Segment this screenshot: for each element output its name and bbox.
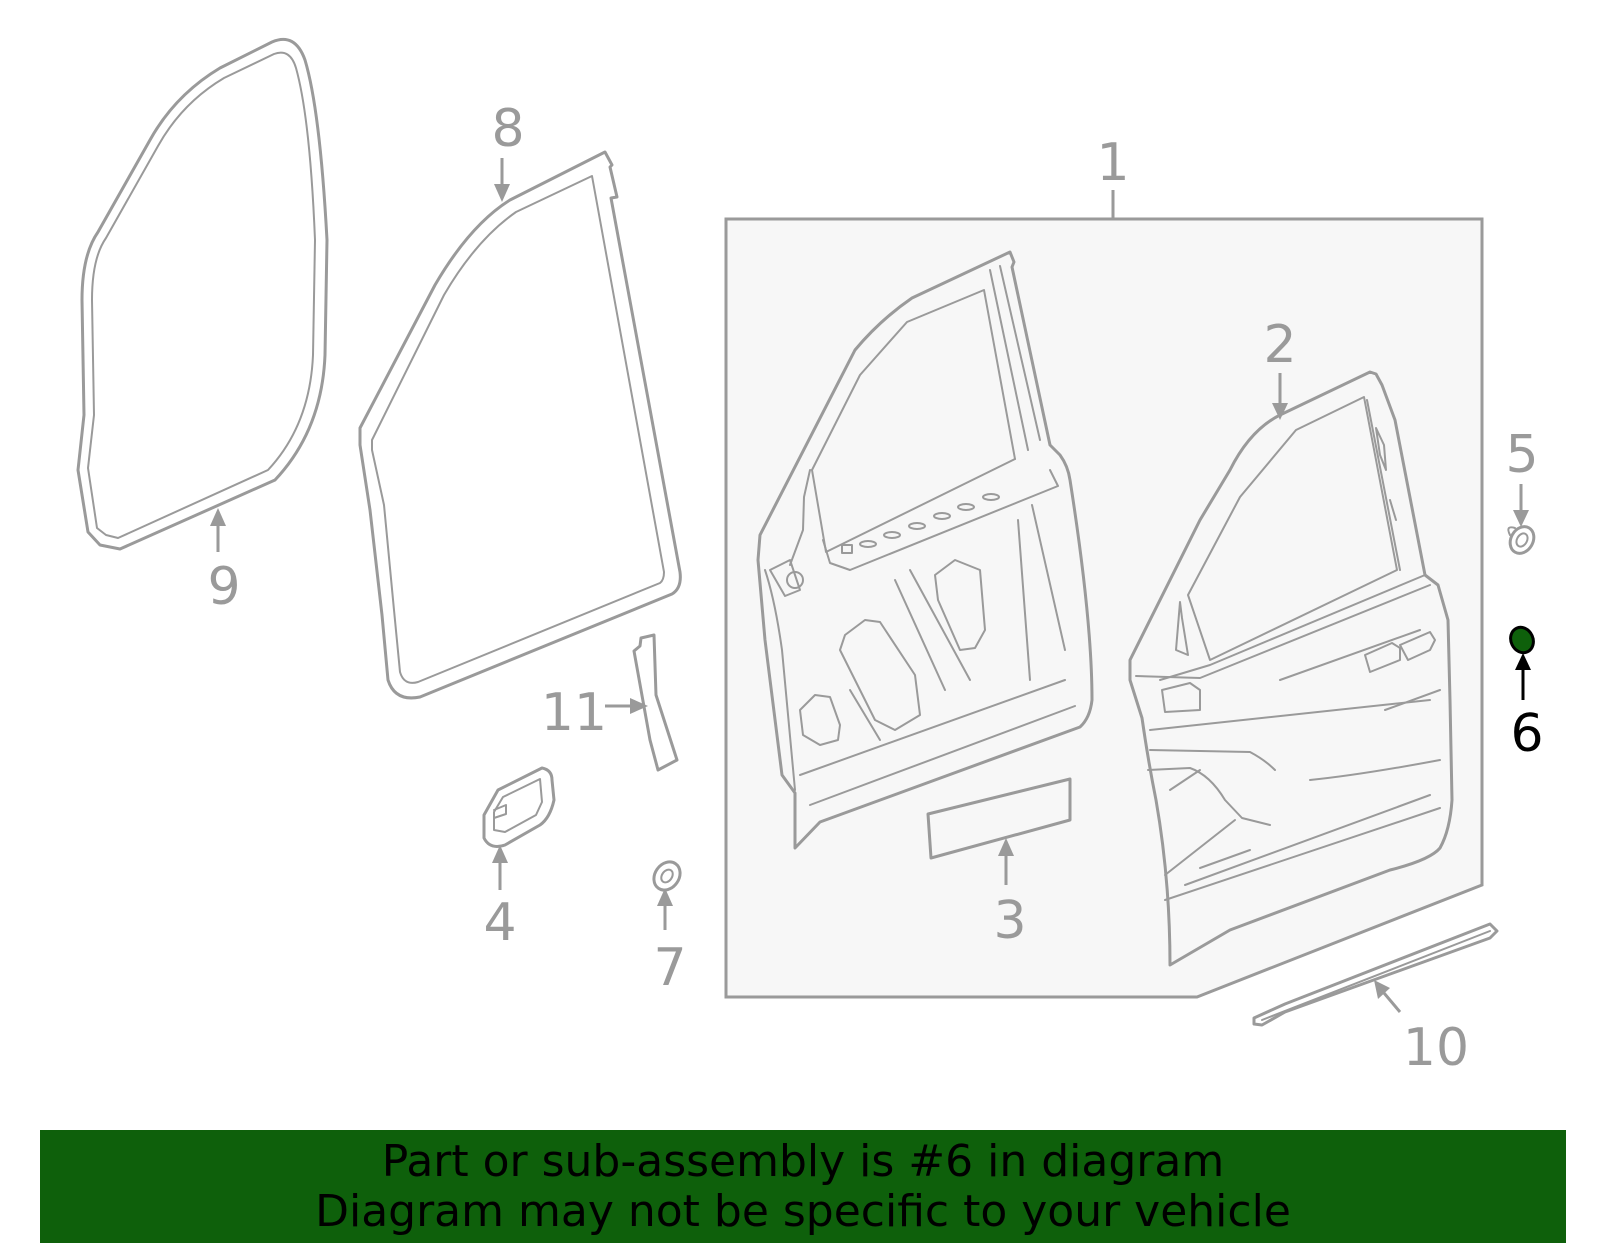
callout-5: 5 xyxy=(1505,425,1538,485)
part-4-bezel[interactable] xyxy=(482,766,556,848)
part-11-trim[interactable] xyxy=(632,633,679,772)
info-banner: Part or sub-assembly is #6 in diagram Di… xyxy=(40,1130,1566,1243)
callout-8-leader xyxy=(494,158,510,202)
callout-1: 1 xyxy=(1096,133,1129,193)
part-6-plug[interactable] xyxy=(1507,624,1538,657)
banner-line-1: Part or sub-assembly is #6 in diagram xyxy=(381,1135,1225,1187)
callout-3: 3 xyxy=(993,891,1026,951)
callout-10-leader xyxy=(1374,980,1402,1013)
part-2-door-shell[interactable] xyxy=(1128,370,1454,967)
door-inner-frame xyxy=(756,250,1094,850)
callout-2: 2 xyxy=(1263,315,1296,375)
callout-8: 8 xyxy=(491,99,524,159)
part-3-pad[interactable] xyxy=(926,777,1072,860)
callout-7-leader xyxy=(657,888,673,930)
banner-line-2: Diagram may not be specific to your vehi… xyxy=(315,1185,1291,1237)
callout-3-leader xyxy=(998,838,1014,885)
slot-row xyxy=(841,493,1000,554)
callout-10: 10 xyxy=(1403,1018,1469,1078)
callout-9: 9 xyxy=(207,557,240,617)
callout-4-leader xyxy=(492,845,508,890)
callout-11: 11 xyxy=(541,683,607,743)
callout-2-leader xyxy=(1272,373,1288,420)
part-8-door-seal[interactable] xyxy=(358,150,682,700)
part-9-weatherstrip[interactable] xyxy=(76,37,329,551)
callout-11-leader xyxy=(605,698,648,714)
callout-5-leader xyxy=(1513,484,1529,527)
assembly-panel xyxy=(724,217,1484,999)
callout-7: 7 xyxy=(653,938,686,998)
callout-4: 4 xyxy=(483,893,516,953)
part-5-clip[interactable] xyxy=(1505,522,1538,557)
part-7-grommet[interactable] xyxy=(649,857,686,895)
callout-6-leader xyxy=(1515,653,1531,700)
callout-6: 6 xyxy=(1510,704,1543,764)
part-10-molding[interactable] xyxy=(1252,922,1499,1027)
callout-9-leader xyxy=(210,508,226,552)
